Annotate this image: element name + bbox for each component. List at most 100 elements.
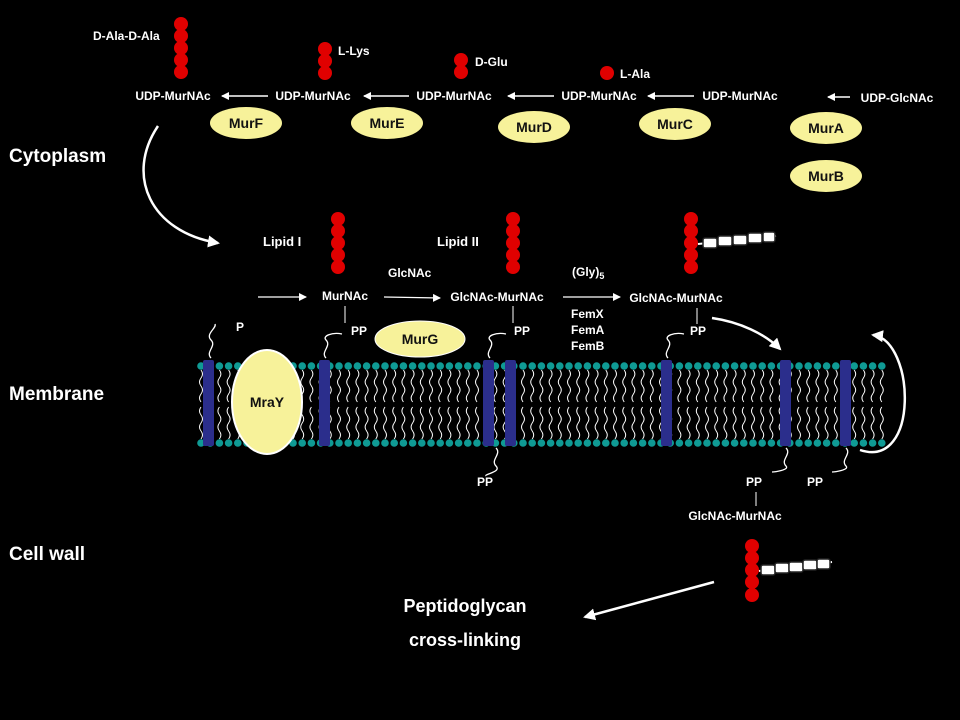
lipid-head — [574, 439, 582, 447]
lipid-head — [197, 439, 205, 447]
lipid-tail — [429, 369, 433, 403]
lipid-tail — [806, 406, 811, 440]
lipid-head — [638, 362, 647, 370]
lipid-carrier — [483, 360, 494, 446]
lipid-tail — [861, 406, 866, 440]
carrier-tails — [208, 323, 849, 477]
lipid-i-label: Lipid I — [263, 234, 301, 249]
lipid-head — [344, 439, 353, 447]
lipid-head — [859, 439, 868, 447]
lipid-head — [574, 362, 582, 370]
lipid-head — [537, 439, 546, 447]
lipid-head — [795, 362, 803, 370]
lipid-tail — [723, 369, 728, 403]
lipid-head — [418, 439, 426, 447]
lipid-tail — [806, 369, 811, 403]
lipid-head — [408, 439, 417, 447]
lipid-head — [611, 439, 619, 447]
amino-acid-chain — [506, 212, 520, 274]
lipid-carriers — [203, 360, 851, 446]
murc-label: MurC — [657, 116, 693, 132]
lipid-head — [408, 362, 417, 370]
murf-label: MurF — [229, 115, 264, 131]
mure-label: MurE — [370, 115, 405, 131]
lipid-head — [758, 439, 766, 447]
gly5-text: (Gly) — [572, 265, 599, 279]
lipid-tail — [438, 369, 443, 403]
lipid-tail — [401, 369, 406, 403]
pp-label: PP — [807, 475, 823, 489]
l-ala-label: L-Ala — [620, 67, 650, 81]
enzyme-murd: MurD — [498, 111, 570, 143]
enzyme-mura: MurA — [790, 112, 862, 144]
lipid-tail — [447, 369, 452, 403]
lipid-tail — [695, 369, 700, 403]
lipid-tail — [226, 369, 231, 403]
lipid-ii-label: Lipid II — [437, 234, 479, 249]
lipid-tail — [199, 406, 203, 440]
lipid-head — [298, 362, 307, 370]
outcome-line-2: cross-linking — [409, 630, 521, 650]
lipid-tail — [861, 369, 866, 403]
lipid-tail — [613, 406, 617, 440]
pp-label: PP — [477, 475, 493, 489]
lipid-head — [298, 439, 307, 447]
lipid-bilayer — [197, 362, 886, 447]
lipid-tail — [576, 406, 581, 440]
lipid-head — [712, 439, 720, 447]
lipid-tail — [640, 369, 645, 403]
lipid-head — [519, 439, 527, 447]
lipid-tail — [751, 406, 755, 440]
lipid-head — [556, 362, 564, 370]
lipid-tail — [686, 406, 691, 440]
lipid-head — [592, 439, 601, 447]
lipid-tail — [346, 406, 351, 440]
lipid-tail — [419, 369, 424, 403]
lipid-tail — [309, 406, 314, 440]
lipid-tail — [833, 369, 838, 403]
lipid-tail — [686, 369, 691, 403]
lipid-head — [878, 439, 886, 447]
lipid-tail — [797, 369, 801, 403]
lipid-tail — [309, 369, 314, 403]
lipid-head — [813, 439, 822, 447]
lipid-head — [620, 362, 628, 370]
lipid-head — [684, 439, 693, 447]
enzyme-murf: MurF — [210, 107, 282, 139]
lipid-tail — [475, 369, 479, 403]
lipid-tail — [521, 406, 525, 440]
lipid-tail — [815, 369, 820, 403]
udp-glcnac-label: UDP-GlcNAc — [861, 91, 934, 105]
lipid-tail — [456, 369, 461, 403]
lipid-head — [684, 362, 693, 370]
lipid-head — [675, 362, 684, 370]
udp-murnac-label: UDP-MurNAc — [275, 89, 351, 103]
lipid-head — [583, 439, 592, 447]
lipid-head — [546, 362, 555, 370]
glcnac-murnac-label: GlcNAc-MurNAc — [688, 509, 782, 523]
p-label: P — [236, 320, 244, 334]
lipid-tail — [585, 369, 590, 403]
lipid-tail — [447, 406, 452, 440]
lipid-head — [868, 362, 877, 370]
lipid-head — [353, 439, 362, 447]
glcnac-murnac-label: GlcNAc-MurNAc — [450, 290, 544, 304]
lipid-head — [519, 362, 527, 370]
lipid-head — [454, 439, 463, 447]
lipid-head — [399, 439, 408, 447]
glcnac-added-label: GlcNAc — [388, 266, 432, 280]
enzyme-mure: MurE — [351, 107, 423, 139]
lipid-tail — [364, 406, 369, 440]
lipid-tail — [751, 369, 755, 403]
lipid-tail — [723, 406, 728, 440]
lipid-head — [675, 439, 684, 447]
lipid-head — [335, 362, 343, 370]
lipid-tail — [548, 369, 553, 403]
lipid-tail — [438, 406, 443, 440]
lipid-head — [390, 362, 399, 370]
lipid-head — [592, 362, 601, 370]
lipid-tail — [585, 406, 590, 440]
lipid-head — [546, 439, 555, 447]
udp-murnac-label: UDP-MurNAc — [702, 89, 778, 103]
lipid-tail — [695, 406, 700, 440]
